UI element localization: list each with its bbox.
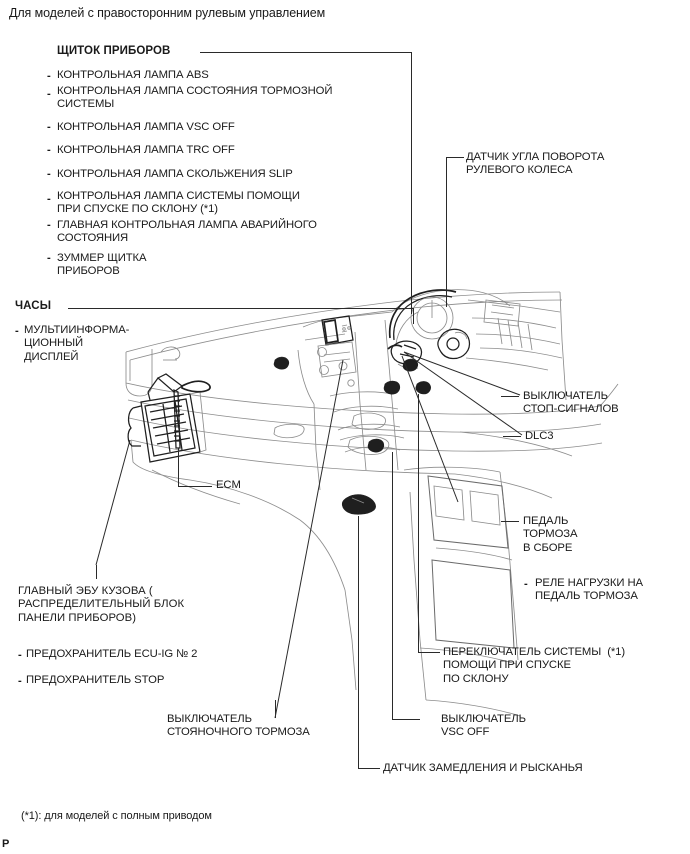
callout-clock-heading: ЧАСЫ <box>15 300 52 312</box>
leader-steering-angle-h <box>446 157 464 158</box>
footnote: (*1): для моделей с полным приводом <box>21 810 212 822</box>
callout-instrument-cluster-item-2: КОНТРОЛЬНАЯ ЛАМПА VSC OFF <box>57 121 235 133</box>
callout-downhill-assist-switch: ПЕРЕКЛЮЧАТЕЛЬ СИСТЕМЫ (*1) ПОМОЩИ ПРИ СП… <box>443 646 626 685</box>
callout-instrument-cluster-heading: ЩИТОК ПРИБОРОВ <box>57 45 171 57</box>
leader-clock-v <box>413 308 414 324</box>
bullet-dash: - <box>524 578 528 590</box>
leader-instrument-cluster-h <box>200 52 412 53</box>
callout-vsc-off-switch: ВЫКЛЮЧАТЕЛЬ VSC OFF <box>441 713 526 739</box>
bullet-dash: - <box>18 675 22 687</box>
leader-vsc-off-h <box>392 719 420 720</box>
bullet-dash: - <box>47 168 51 180</box>
leader-stop-light-h <box>501 396 519 397</box>
leader-yaw-sensor-v <box>358 516 359 768</box>
callout-dlc3: DLC3 <box>525 430 554 442</box>
leader-brake-pedal-h <box>501 521 519 522</box>
leader-vsc-off-v <box>392 452 393 719</box>
callout-instrument-cluster-item-5: КОНТРОЛЬНАЯ ЛАМПА СИСТЕМЫ ПОМОЩИ ПРИ СПУ… <box>57 190 300 216</box>
leader-downhill-assist-h <box>418 652 440 653</box>
callout-multi-info-display: МУЛЬТИИНФОРМА- ЦИОННЫЙ ДИСПЛЕЙ <box>24 324 130 363</box>
callout-fuse-stop: ПРЕДОХРАНИТЕЛЬ STOP <box>26 674 165 686</box>
bullet-dash: - <box>47 144 51 156</box>
callout-instrument-cluster-item-6: ГЛАВНАЯ КОНТРОЛЬНАЯ ЛАМПА АВАРИЙНОГО СОС… <box>57 219 317 245</box>
bullet-dash: - <box>47 193 51 205</box>
callout-fuse-ecu-ig-2: ПРЕДОХРАНИТЕЛЬ ECU-IG № 2 <box>26 648 198 660</box>
leader-clock-h2 <box>274 308 414 309</box>
leader-ecm-h <box>178 486 212 487</box>
callout-ecm: ECM <box>216 479 241 491</box>
callout-instrument-cluster-item-3: КОНТРОЛЬНАЯ ЛАМПА TRC OFF <box>57 144 235 156</box>
leader-steering-angle-v <box>446 157 447 307</box>
bullet-dash: - <box>15 325 19 337</box>
callout-parking-brake-switch: ВЫКЛЮЧАТЕЛЬ СТОЯНОЧНОГО ТОРМОЗА <box>167 713 310 739</box>
bullet-dash: - <box>47 252 51 264</box>
leader-parking-brake-v <box>275 700 276 718</box>
callout-body-ecu-heading: ГЛАВНЫЙ ЭБУ КУЗОВА ( РАСПРЕДЕЛИТЕЛЬНЫЙ Б… <box>18 585 185 624</box>
leader-instrument-cluster-v <box>411 52 412 314</box>
leader-downhill-assist-v <box>418 394 419 652</box>
callout-brake-pedal-assembly: ПЕДАЛЬ ТОРМОЗА В СБОРЕ <box>523 515 578 554</box>
bullet-dash: - <box>47 70 51 82</box>
bullet-dash: - <box>18 649 22 661</box>
leader-clock-h <box>68 308 274 309</box>
leader-yaw-sensor-h <box>358 768 380 769</box>
bullet-dash: - <box>47 121 51 133</box>
page-title: Для моделей с правосторонним рулевым упр… <box>9 6 326 20</box>
callout-steering-angle-sensor: ДАТЧИК УГЛА ПОВОРОТА РУЛЕВОГО КОЛЕСА <box>466 151 605 177</box>
callout-deceleration-yaw-sensor: ДАТЧИК ЗАМЕДЛЕНИЯ И РЫСКАНЬЯ <box>383 762 583 774</box>
page-mark: P <box>2 838 10 850</box>
leader-ecm-v <box>178 448 179 486</box>
callout-instrument-cluster-item-4: КОНТРОЛЬНАЯ ЛАМПА СКОЛЬЖЕНИЯ SLIP <box>57 168 293 180</box>
leader-body-ecu-v <box>96 565 97 579</box>
callout-instrument-cluster-item-7: ЗУММЕР ЩИТКА ПРИБОРОВ <box>57 252 147 278</box>
callout-instrument-cluster-item-0: КОНТРОЛЬНАЯ ЛАМПА ABS <box>57 69 209 81</box>
leader-dlc3-h <box>503 436 521 437</box>
callout-instrument-cluster-item-1: КОНТРОЛЬНАЯ ЛАМПА СОСТОЯНИЯ ТОРМОЗНОЙ СИ… <box>57 85 333 111</box>
bullet-dash: - <box>47 219 51 231</box>
callout-brake-pedal-load-relay: РЕЛЕ НАГРУЗКИ НА ПЕДАЛЬ ТОРМОЗА <box>535 577 643 603</box>
callout-stop-light-switch: ВЫКЛЮЧАТЕЛЬ СТОП-СИГНАЛОВ <box>523 390 619 416</box>
bullet-dash: - <box>47 88 51 100</box>
